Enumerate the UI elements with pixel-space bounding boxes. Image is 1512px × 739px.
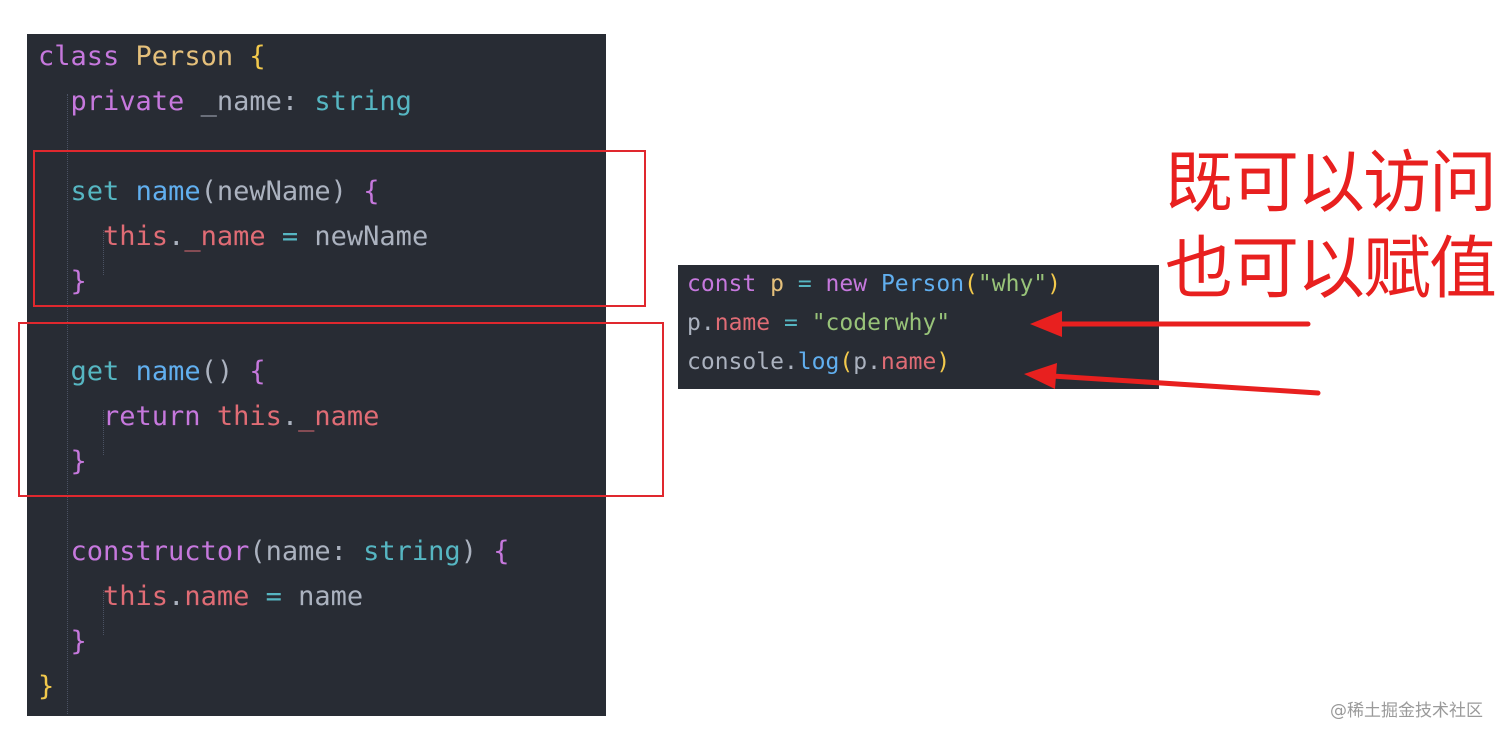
operator: = [281, 221, 299, 252]
brace: { [493, 536, 510, 567]
dot: . [168, 581, 185, 612]
code-line-private-field: private _name: string [38, 79, 412, 124]
brace: { [363, 176, 380, 207]
brace: { [249, 356, 266, 387]
keyword: return [103, 401, 201, 432]
param-name: newName [216, 176, 331, 207]
brace: { [249, 41, 266, 72]
colon: : [281, 86, 299, 117]
code-line-getter-decl: get name() { [38, 349, 266, 394]
dot: . [168, 221, 185, 252]
keyword: get [70, 356, 120, 387]
property-name: _name [298, 401, 380, 432]
code-line-setter-body: this._name = newName [38, 214, 428, 259]
getter-highlight-box [18, 322, 664, 497]
colon: : [330, 536, 347, 567]
paren: ( [839, 349, 854, 375]
object-name: p [853, 349, 868, 375]
brace: } [70, 446, 87, 477]
class-name: Person [135, 41, 234, 72]
paren: () [200, 356, 234, 387]
string-literal: "coderwhy" [811, 310, 951, 336]
paren: ) [460, 536, 477, 567]
function-name: name [135, 176, 201, 207]
indent-guide [67, 94, 68, 714]
code-line-const-decl: const p = new Person("why") [687, 265, 1061, 304]
dot: . [281, 401, 299, 432]
type-name: string [314, 86, 412, 117]
indent-guide [103, 590, 104, 635]
function-name: constructor [70, 536, 250, 567]
function-name: name [135, 356, 201, 387]
watermark-text: @稀土掘金技术社区 [1330, 701, 1483, 721]
function-name: log [797, 349, 840, 375]
property-name: name [714, 310, 771, 336]
code-line-setter-close: } [38, 259, 87, 304]
code-line-class-close: } [38, 664, 54, 709]
annotation-access-text: 既可以访问 [1165, 144, 1497, 223]
class-code-panel: class Person { private _name: string set… [27, 34, 606, 716]
operator: = [783, 310, 798, 336]
keyword: new [825, 271, 868, 297]
keyword: class [38, 41, 120, 72]
property-name: name [880, 349, 937, 375]
dot: . [867, 349, 881, 375]
brace: } [70, 626, 87, 657]
string-literal: "why" [977, 271, 1048, 297]
brace: } [38, 671, 55, 702]
indent-guide [103, 230, 104, 275]
param-name: name [265, 536, 331, 567]
operator: = [797, 271, 812, 297]
object-name: console [687, 349, 784, 375]
code-line-constructor-body: this.name = name [38, 574, 363, 619]
keyword: const [687, 271, 757, 297]
operator: = [265, 581, 282, 612]
value: name [298, 581, 364, 612]
field-name: _name [200, 86, 282, 117]
keyword: private [70, 86, 185, 117]
code-line-getter-body: return this._name [38, 394, 379, 439]
paren: ( [249, 536, 266, 567]
usage-code-panel: const p = new Person("why") p.name = "co… [678, 265, 1159, 389]
object-name: p [687, 310, 701, 336]
this-keyword: this [103, 221, 169, 252]
dot: . [700, 310, 715, 336]
class-name: Person [880, 271, 965, 297]
this-keyword: this [103, 581, 169, 612]
paren: ( [964, 271, 978, 297]
variable-name: p [770, 271, 784, 297]
indent-guide [103, 410, 104, 455]
property-name: _name [184, 221, 266, 252]
property-name: name [184, 581, 250, 612]
code-line-class-decl: class Person { [38, 34, 266, 79]
this-keyword: this [216, 401, 282, 432]
paren: ) [1047, 271, 1062, 297]
paren: ) [936, 349, 951, 375]
brace: } [70, 266, 87, 297]
code-line-getter-close: } [38, 439, 87, 484]
paren: ) [330, 176, 347, 207]
annotation-assign-text: 也可以赋值 [1165, 230, 1497, 309]
dot: . [783, 349, 798, 375]
code-line-assign: p.name = "coderwhy" [687, 304, 950, 343]
code-line-constructor-close: } [38, 619, 87, 664]
code-line-constructor-decl: constructor(name: string) { [38, 529, 510, 574]
code-line-console-log: console.log(p.name) [687, 343, 950, 382]
value: newName [314, 221, 429, 252]
type-name: string [363, 536, 461, 567]
code-line-setter-decl: set name(newName) { [38, 169, 380, 214]
keyword: set [70, 176, 120, 207]
paren: ( [200, 176, 217, 207]
setter-highlight-box [33, 150, 646, 307]
